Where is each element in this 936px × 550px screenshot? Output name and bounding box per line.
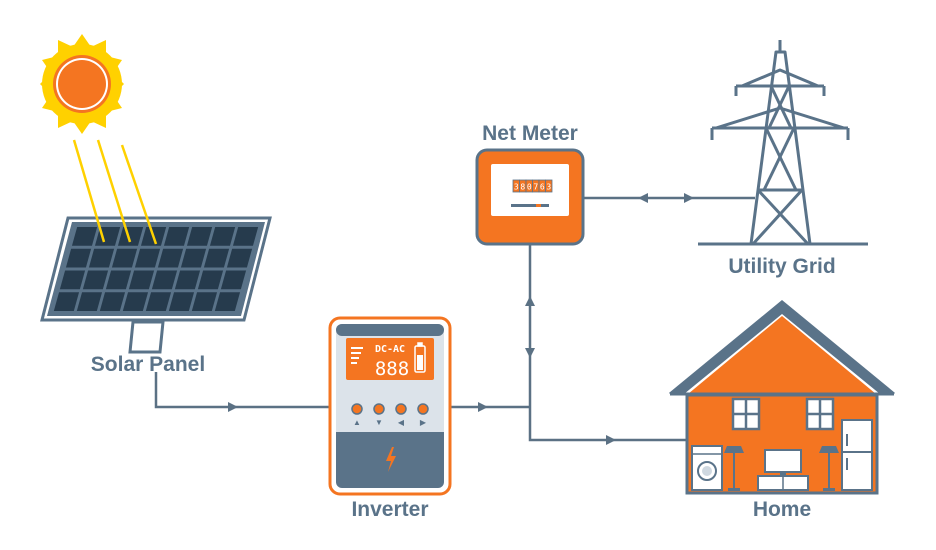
signal-icon (351, 347, 363, 364)
panel-cell (65, 248, 92, 268)
button-arrow-up: ▲ (353, 418, 361, 427)
inverter-buttons: ▲ ▼ ◀ ▶ (351, 403, 429, 427)
panel-cell (82, 270, 109, 290)
panel-cell (232, 227, 259, 246)
panel-cell (59, 270, 86, 290)
button-arrow-down: ▼ (375, 418, 383, 427)
arrow-right-2 (478, 402, 488, 412)
meter-digit: 7 (533, 183, 538, 192)
panel-cell (157, 248, 184, 268)
inverter-digits: 888 (375, 358, 409, 380)
meter-digit: 6 (540, 183, 545, 192)
panel-cells (53, 227, 259, 311)
home-label: Home (753, 498, 811, 521)
solar-panel-label: Solar Panel (91, 353, 205, 376)
panel-cell (151, 270, 178, 290)
connection-lines (154, 196, 755, 442)
inverter: DC-AC 888 ▲ ▼ ◀ ▶ (328, 316, 452, 496)
button-arrow-left: ◀ (398, 418, 405, 427)
battery-icon (414, 342, 426, 373)
panel-cell (197, 270, 224, 290)
arrow-right-4 (684, 193, 694, 203)
panel-cell (134, 248, 161, 268)
lightning-bolt-icon (386, 447, 396, 472)
refrigerator-icon (841, 419, 873, 491)
panel-cell (76, 292, 103, 311)
inverter-button-3[interactable] (395, 403, 407, 415)
panel-cell (180, 248, 207, 268)
panel-cell (226, 248, 253, 268)
panel-cell (111, 248, 138, 268)
meter-bar (511, 204, 549, 207)
inverter-button-4[interactable] (417, 403, 429, 415)
panel-cell (209, 227, 236, 246)
panel-cell (220, 270, 247, 290)
inverter-mode-text: DC-AC (375, 344, 405, 355)
panel-cell (168, 292, 195, 311)
arrow-up (525, 296, 535, 306)
panel-cell (99, 292, 126, 311)
floor-lamp-icon-right (819, 446, 839, 491)
panel-stand (128, 320, 165, 354)
home-window-left (731, 397, 761, 431)
inverter-button-1[interactable] (351, 403, 363, 415)
utility-grid-label: Utility Grid (728, 255, 835, 278)
inverter-label: Inverter (351, 498, 428, 521)
inverter-screen (346, 338, 434, 380)
sun-icon (40, 34, 124, 134)
panel-cell (117, 227, 144, 246)
tv-icon (757, 449, 809, 491)
meter-digit-box (545, 179, 553, 193)
panel-cell (163, 227, 190, 246)
panel-cell (128, 270, 155, 290)
meter-digit: 3 (546, 183, 551, 192)
washing-machine-icon (691, 445, 723, 491)
panel-cell (88, 248, 115, 268)
arrow-left (638, 193, 648, 203)
panel-cell (122, 292, 149, 311)
panel-cell (105, 270, 132, 290)
panel-to-inverter-line (154, 372, 330, 409)
solar-panel (40, 139, 272, 354)
floor-lamp-icon (724, 446, 744, 491)
meter-digit: 0 (527, 183, 532, 192)
home-window-right (805, 397, 835, 431)
panel-cell (191, 292, 218, 311)
panel-cell (145, 292, 172, 311)
panel-cell (203, 248, 230, 268)
panel-cell (71, 227, 98, 246)
arrow-down (525, 348, 535, 358)
button-arrow-right: ▶ (420, 418, 427, 427)
panel-cell (53, 292, 80, 311)
sun-rays (72, 139, 158, 245)
home (669, 300, 895, 495)
meter-to-home-line (528, 243, 690, 442)
net-meter-label: Net Meter (482, 122, 578, 145)
meter-digit: 8 (520, 183, 525, 192)
flow-arrows (228, 193, 694, 445)
transmission-tower-icon (698, 40, 868, 246)
arrow-right-3 (606, 435, 616, 445)
arrow-right-1 (228, 402, 238, 412)
inverter-button-2[interactable] (373, 403, 385, 415)
panel-cell (186, 227, 213, 246)
meter-digit: 3 (514, 183, 519, 192)
panel-cell (174, 270, 201, 290)
panel-cell (214, 292, 241, 311)
